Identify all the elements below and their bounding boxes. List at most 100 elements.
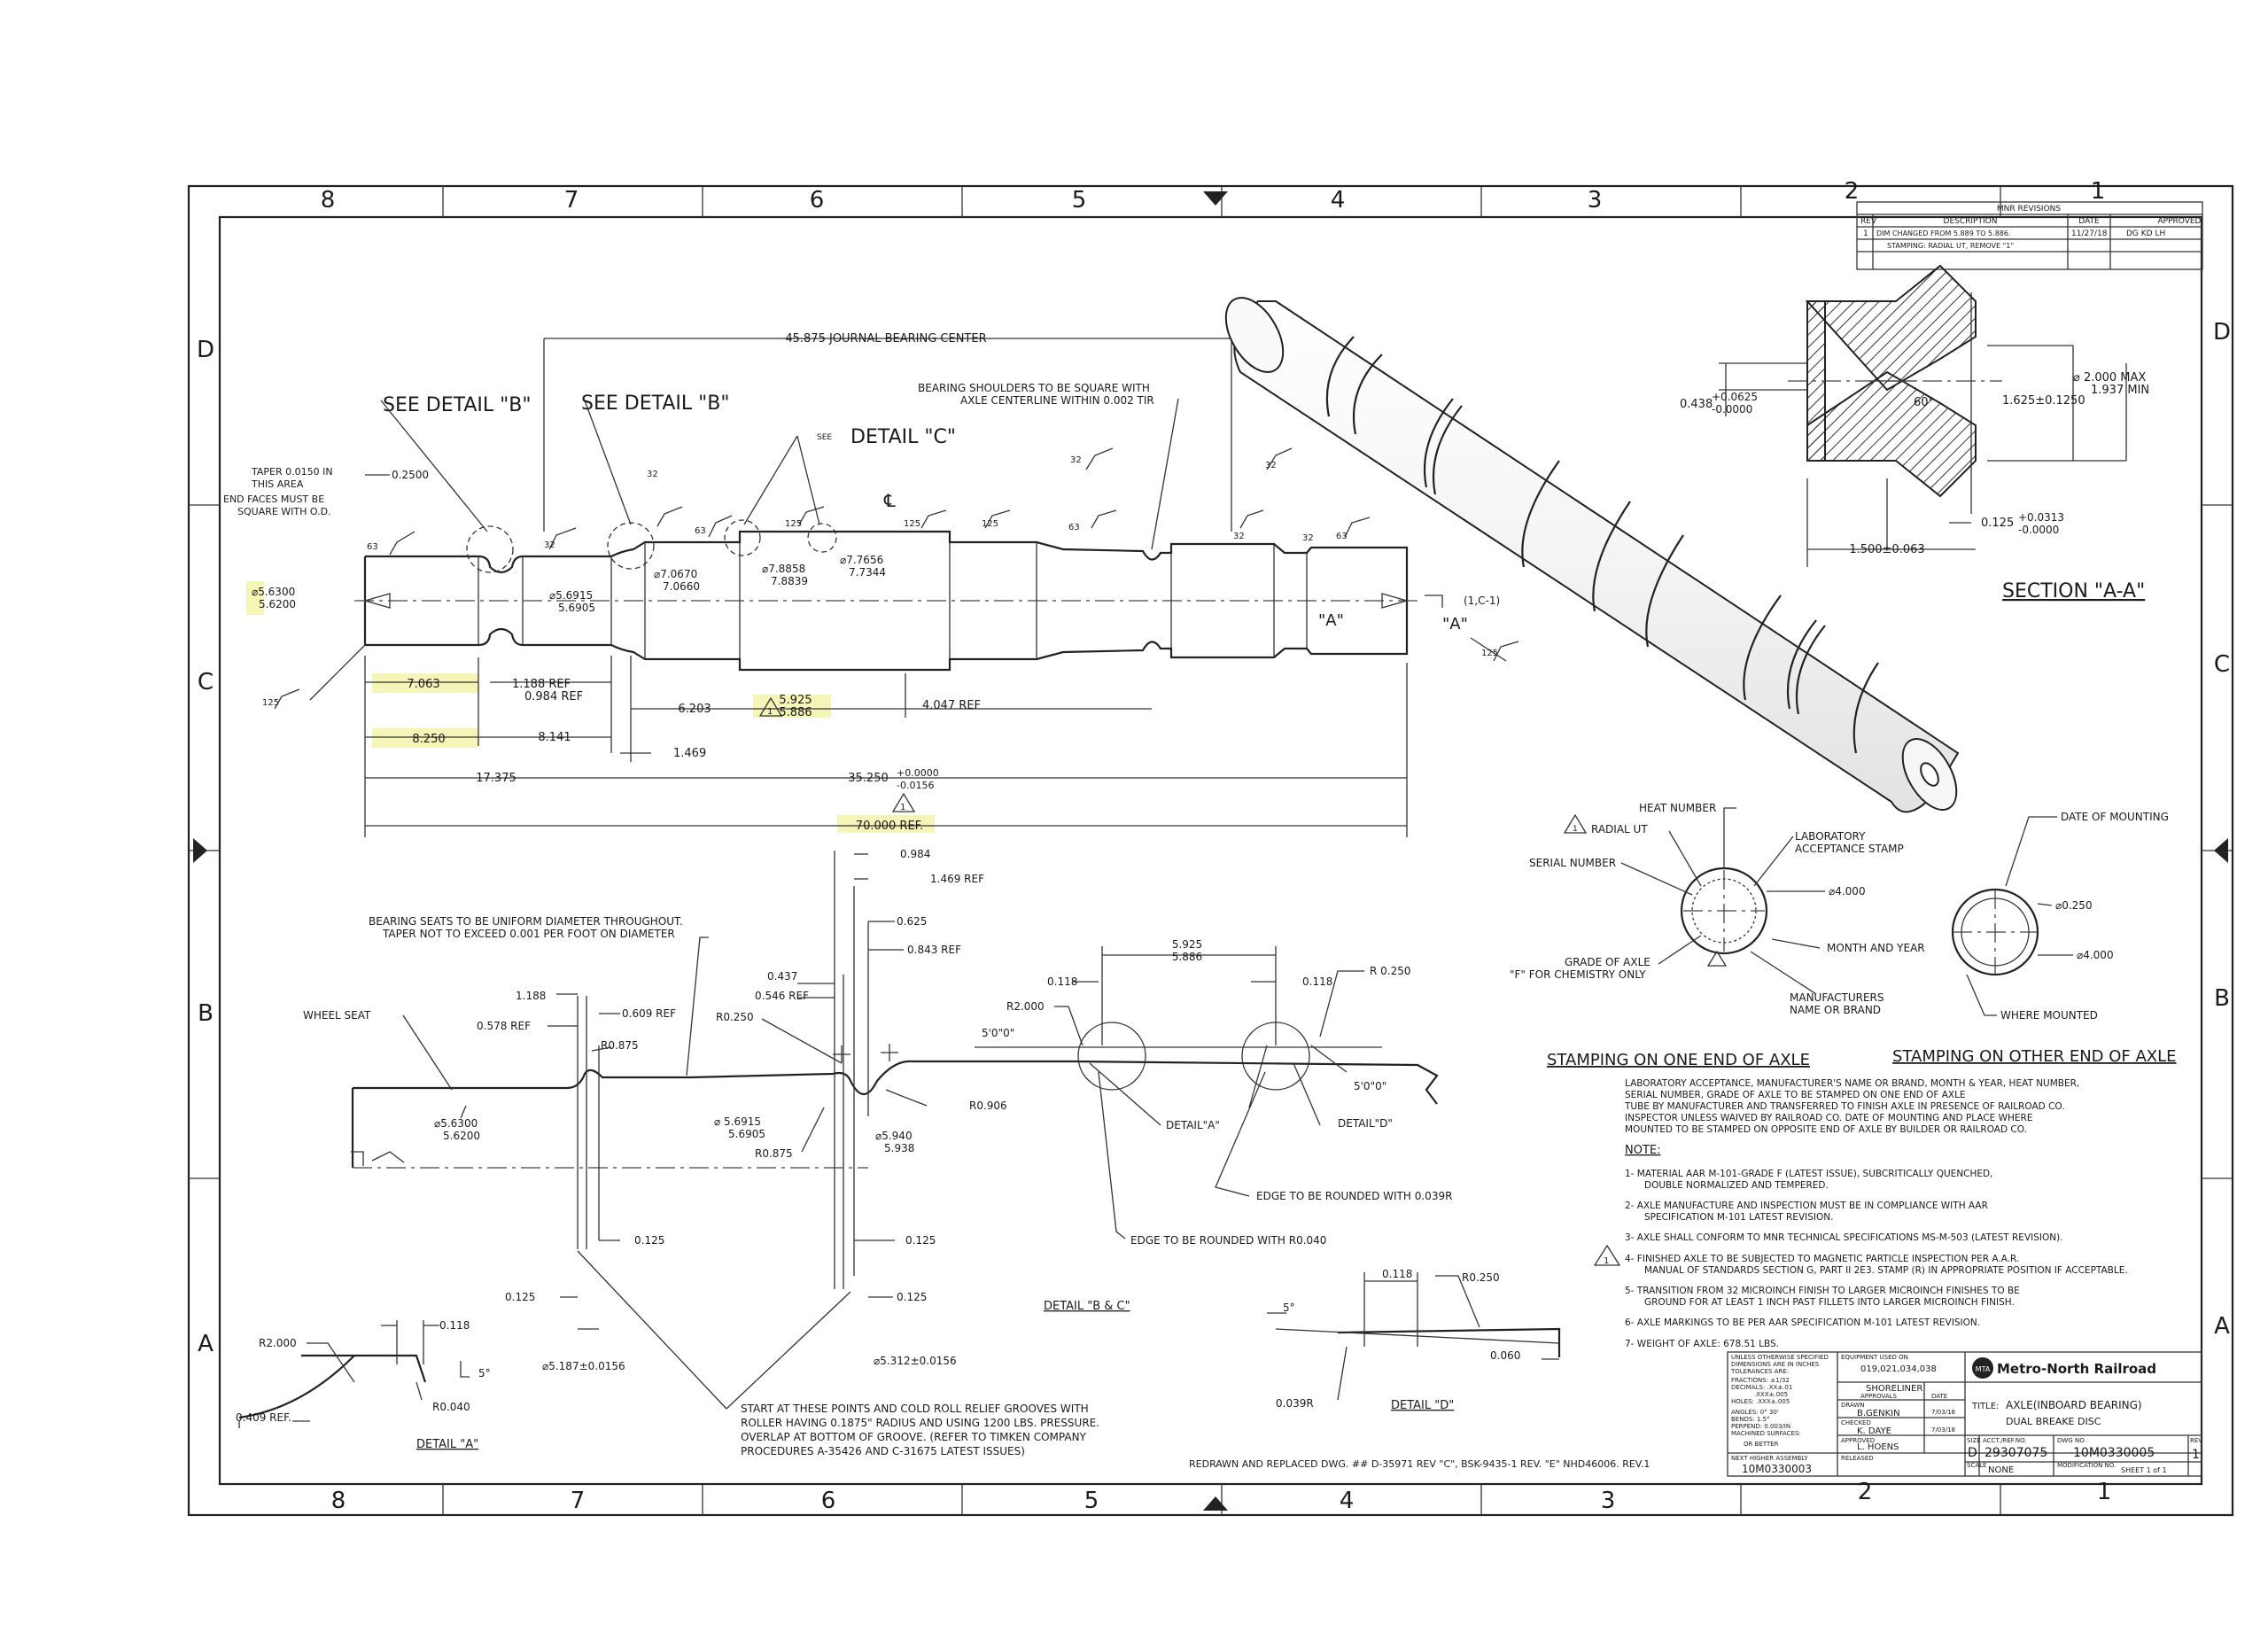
tb-tol-10: MACHINED SURFACES:: [1731, 1430, 1801, 1437]
tb-date-hdr: DATE: [1931, 1393, 1947, 1400]
see-detail-b-left: SEE DETAIL "B": [383, 394, 531, 416]
tb-acct-label: ACCT./REF.NO.: [1983, 1437, 2027, 1444]
stamp-date-mounting: DATE OF MOUNTING: [2061, 811, 2169, 823]
stamp-grade-1: GRADE OF AXLE: [1565, 956, 1651, 968]
main-axle-view: 45.875 JOURNAL BEARING CENTER SEE DETAIL…: [223, 332, 1519, 837]
dim-35-250: 35.250: [848, 772, 889, 785]
tb-approved-label: APPROVED: [1841, 1437, 1875, 1444]
dim-8-141: 8.141: [538, 731, 571, 744]
bc-r0-875-a: R0.875: [601, 1039, 639, 1052]
rev-row-approved: DG KD LH: [2126, 229, 2165, 238]
zone-top-4: 4: [1331, 187, 1346, 214]
detail-d: 0.118 R0.250 5° 0.060 0.039R DETAIL "D": [1267, 1268, 1561, 1412]
bc-1-469-ref: 1.469 REF: [930, 873, 984, 885]
da-0-409-ref: 0.409 REF.: [236, 1411, 291, 1424]
dia-7-0660: 7.0660: [663, 580, 700, 593]
tb-title-1: AXLE(INBOARD BEARING): [2006, 1399, 2142, 1411]
sect-0-438-dn: -0.0000: [1712, 403, 1752, 416]
finish-63-c: 63: [1068, 523, 1080, 532]
end-faces-1: END FACES MUST BE: [223, 493, 324, 505]
tb-checked-label: CHECKED: [1841, 1419, 1871, 1426]
stamp-mfr-2: NAME OR BRAND: [1790, 1004, 1881, 1016]
zone-left-B: B: [198, 1000, 214, 1027]
title-block: UNLESS OTHERWISE SPECIFIED DIMENSIONS AR…: [1727, 1351, 2202, 1477]
finish-32-c: 32: [1070, 455, 1082, 465]
zone-top-8: 8: [321, 187, 336, 214]
rev-row2-description: STAMPING: RADIAL UT, REMOVE "1": [1887, 242, 2014, 250]
dia-7-8839: 7.8839: [771, 575, 808, 587]
bc-dia-5-6200: 5.6200: [443, 1130, 480, 1142]
sect-60-deg: 60°: [1914, 396, 1934, 409]
tb-drawn-date: 7/03/18: [1931, 1409, 1955, 1416]
tb-next-assy-label: NEXT HIGHER ASSEMBLY: [1731, 1455, 1808, 1462]
dim-8-250: 8.250: [412, 733, 445, 746]
finish-125-e: 125: [1481, 649, 1498, 658]
ad-5-925: 5.925: [1172, 938, 1202, 951]
tb-rev: 1: [2192, 1448, 2200, 1462]
ad-angle-a: 5'0"0": [982, 1027, 1014, 1039]
rev-row-rev: 1: [1863, 229, 1868, 238]
tb-next-assy: 10M0330003: [1742, 1463, 1812, 1475]
ad-0-118-b: 0.118: [1302, 975, 1332, 988]
mta-logo-badge: MTA: [1976, 1365, 1991, 1373]
rev-triangle-2: 1: [900, 803, 905, 812]
zone-bottom-5: 5: [1084, 1488, 1099, 1514]
dim-7-063: 7.063: [407, 678, 439, 691]
note-2b: SPECIFICATION M-101 LATEST REVISION.: [1644, 1212, 1833, 1223]
note-5b: GROUND FOR AT LEAST 1 INCH PAST FILLETS …: [1644, 1297, 2015, 1308]
rev-header-rev: REV: [1860, 217, 1877, 226]
zone-bottom-2: 2: [1858, 1479, 1873, 1505]
zone-bottom-1: 1: [2097, 1479, 2112, 1505]
zone-bottom-6: 6: [821, 1488, 836, 1514]
sect-2-000-max: ⌀ 2.000 MAX: [2073, 371, 2146, 385]
dia-7-8858: ⌀7.8858: [762, 563, 805, 575]
note-4a: 4- FINISHED AXLE TO BE SUBJECTED TO MAGN…: [1625, 1254, 2019, 1264]
bc-title: DETAIL "B & C": [1044, 1300, 1130, 1313]
bc-0-578-ref: 0.578 REF: [477, 1020, 531, 1032]
sect-0-125-up: +0.0313: [2018, 511, 2064, 524]
notes-intro-1: SERIAL NUMBER, GRADE OF AXLE TO BE STAMP…: [1625, 1090, 1966, 1100]
tb-acct: 29307075: [1984, 1446, 2047, 1460]
ad-r2-000: R2.000: [1006, 1000, 1045, 1013]
bc-dia-5-312: ⌀5.312±0.0156: [874, 1355, 957, 1367]
tb-tol-6: HOLES: .XXX±.005: [1731, 1398, 1790, 1405]
dia-7-0670: ⌀7.0670: [654, 568, 697, 580]
finish-125-a: 125: [785, 519, 802, 529]
tb-tol-9: PERPEND: 0.003/IN: [1731, 1423, 1790, 1430]
stamp-radial-ut: RADIAL UT: [1591, 823, 1648, 835]
end-faces-2: SQUARE WITH O.D.: [237, 506, 331, 517]
bc-0-546-ref: 0.546 REF: [755, 990, 809, 1002]
stamp-where-mounted: WHERE MOUNTED: [2000, 1009, 2098, 1022]
dd-0-118: 0.118: [1382, 1268, 1412, 1280]
see-small: SEE: [817, 433, 832, 442]
notes-intro-4: MOUNTED TO BE STAMPED ON OPPOSITE END OF…: [1625, 1124, 2027, 1135]
tb-tol-0: UNLESS OTHERWISE SPECIFIED: [1731, 1354, 1829, 1361]
zone-right-D: D: [2213, 319, 2231, 346]
tb-size-label: SIZE: [1967, 1437, 1981, 1444]
sect-0-438-up: +0.0625: [1712, 391, 1758, 403]
dia-5-6200: 5.6200: [259, 598, 296, 610]
sect-1-500: 1.500±0.063: [1849, 543, 1924, 556]
detail-a: R2.000 0.118 5° R0.040 0.409 REF. DETAIL…: [236, 1319, 491, 1451]
tb-rev-label: REV: [2190, 1437, 2202, 1444]
zone-top-2: 2: [1845, 178, 1860, 205]
finish-32-a: 32: [544, 540, 555, 550]
dia-5-6905: 5.6905: [558, 602, 595, 614]
ad-detail-d-label: DETAIL"D": [1338, 1117, 1393, 1130]
taper-note-1: TAPER 0.0150 IN: [251, 466, 333, 478]
note-3: 3- AXLE SHALL CONFORM TO MNR TECHNICAL S…: [1625, 1232, 2063, 1243]
rev-triangle-1: 1: [767, 707, 773, 717]
note-1a: 1- MATERIAL AAR M-101-GRADE F (LATEST IS…: [1625, 1169, 1992, 1179]
bc-dia-5-187: ⌀5.187±0.0156: [542, 1360, 625, 1372]
dd-0-039r: 0.039R: [1276, 1397, 1314, 1410]
tb-title-2: DUAL BREAKE DISC: [2006, 1416, 2101, 1427]
detail-b-c: BEARING SEATS TO BE UNIFORM DIAMETER THR…: [303, 848, 1130, 1457]
stamp-grade-2: "F" FOR CHEMISTRY ONLY: [1510, 968, 1646, 981]
bc-0-125-d: 0.125: [897, 1291, 927, 1303]
sect-1-937-min: 1.937 MIN: [2091, 384, 2149, 397]
bearing-note-2: AXLE CENTERLINE WITHIN 0.002 TIR: [960, 394, 1154, 407]
bc-0-625: 0.625: [897, 915, 927, 928]
stamp-dia-0-250: ⌀0.250: [2055, 899, 2093, 912]
zone-left-C: C: [198, 669, 214, 696]
bc-dia-5-6300: ⌀5.6300: [434, 1117, 478, 1130]
